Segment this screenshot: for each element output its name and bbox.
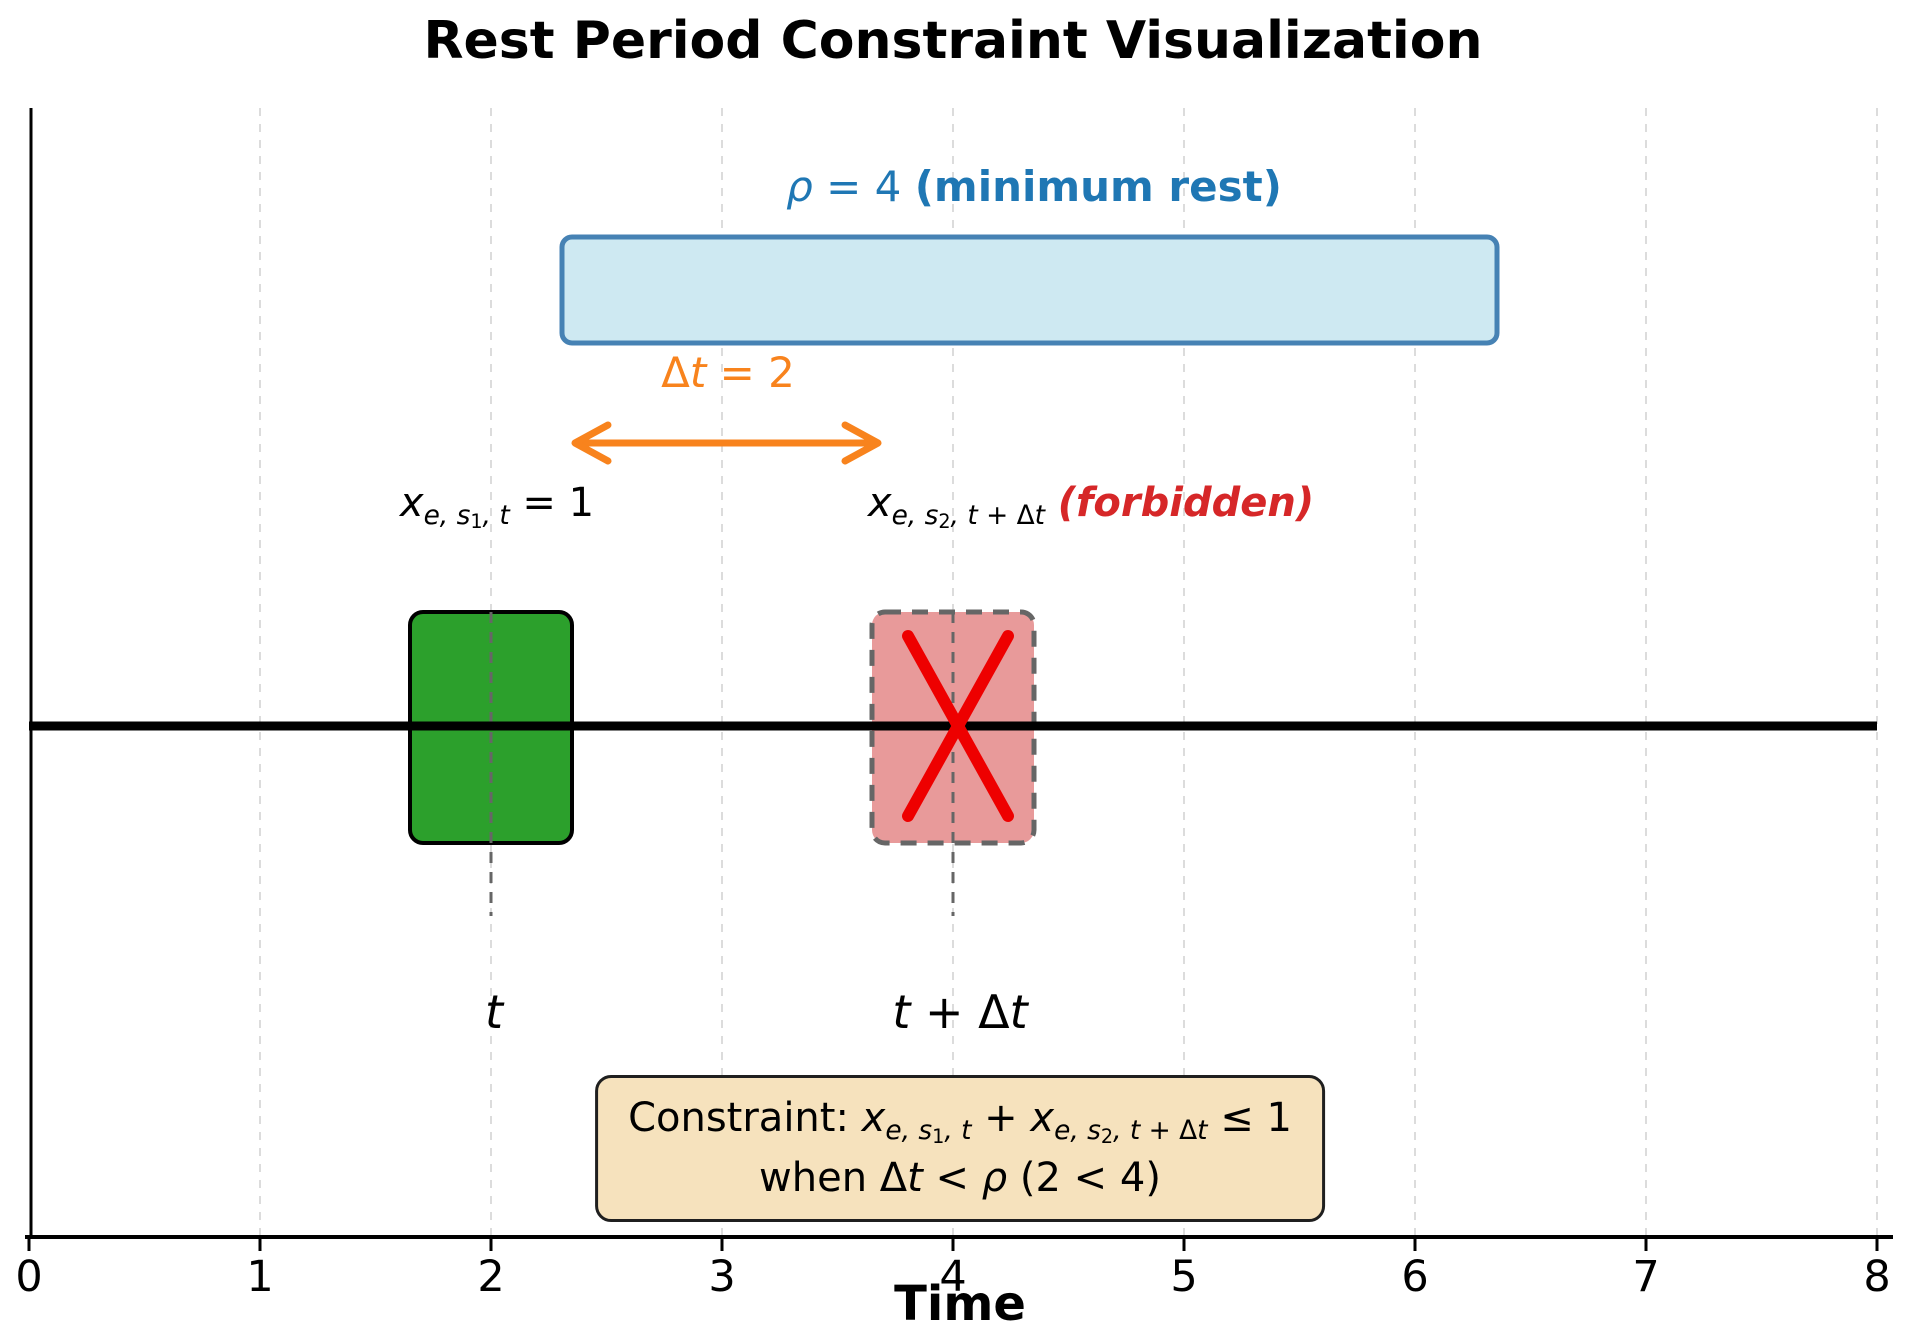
x-tick-5: 5 — [1170, 1252, 1198, 1302]
x-tick-0: 0 — [15, 1252, 43, 1302]
delta-t-label: Δt = 2 — [661, 348, 795, 397]
x-tick-7: 7 — [1632, 1252, 1660, 1302]
x-tick-6: 6 — [1401, 1252, 1429, 1302]
forbidden-shift-variable-label: xe, s2, t + Δt (forbidden) — [867, 480, 1315, 533]
time-t-plus-dt-label: t + Δt — [892, 985, 1028, 1039]
x-tick-3: 3 — [708, 1252, 736, 1302]
constraint-line-2: when Δt < ρ (2 < 4) — [759, 1155, 1161, 1202]
time-marker-lines — [489, 612, 955, 916]
time-t-label: t — [484, 985, 504, 1039]
rest-period-bar — [559, 234, 1500, 346]
chart-title: Rest Period Constraint Visualization — [423, 11, 1483, 71]
x-tick-8: 8 — [1863, 1252, 1891, 1302]
x-axis-title: Time — [894, 1276, 1026, 1332]
assigned-shift-variable-label: xe, s1, t = 1 — [399, 480, 595, 533]
x-axis-ticks — [27, 1237, 1879, 1251]
delta-t-arrow — [571, 421, 882, 465]
minimum-rest-label: ρ = 4 (minimum rest) — [786, 162, 1282, 211]
x-tick-1: 1 — [246, 1252, 274, 1302]
x-tick-4: 4 — [939, 1252, 967, 1302]
x-tick-2: 2 — [477, 1252, 505, 1302]
forbidden-x-icon — [902, 630, 1014, 822]
constraint-line-1: Constraint: xe, s1, t + xe, s2, t + Δt ≤… — [628, 1095, 1292, 1148]
constraint-annotation-box: Constraint: xe, s1, t + xe, s2, t + Δt ≤… — [595, 1075, 1325, 1222]
